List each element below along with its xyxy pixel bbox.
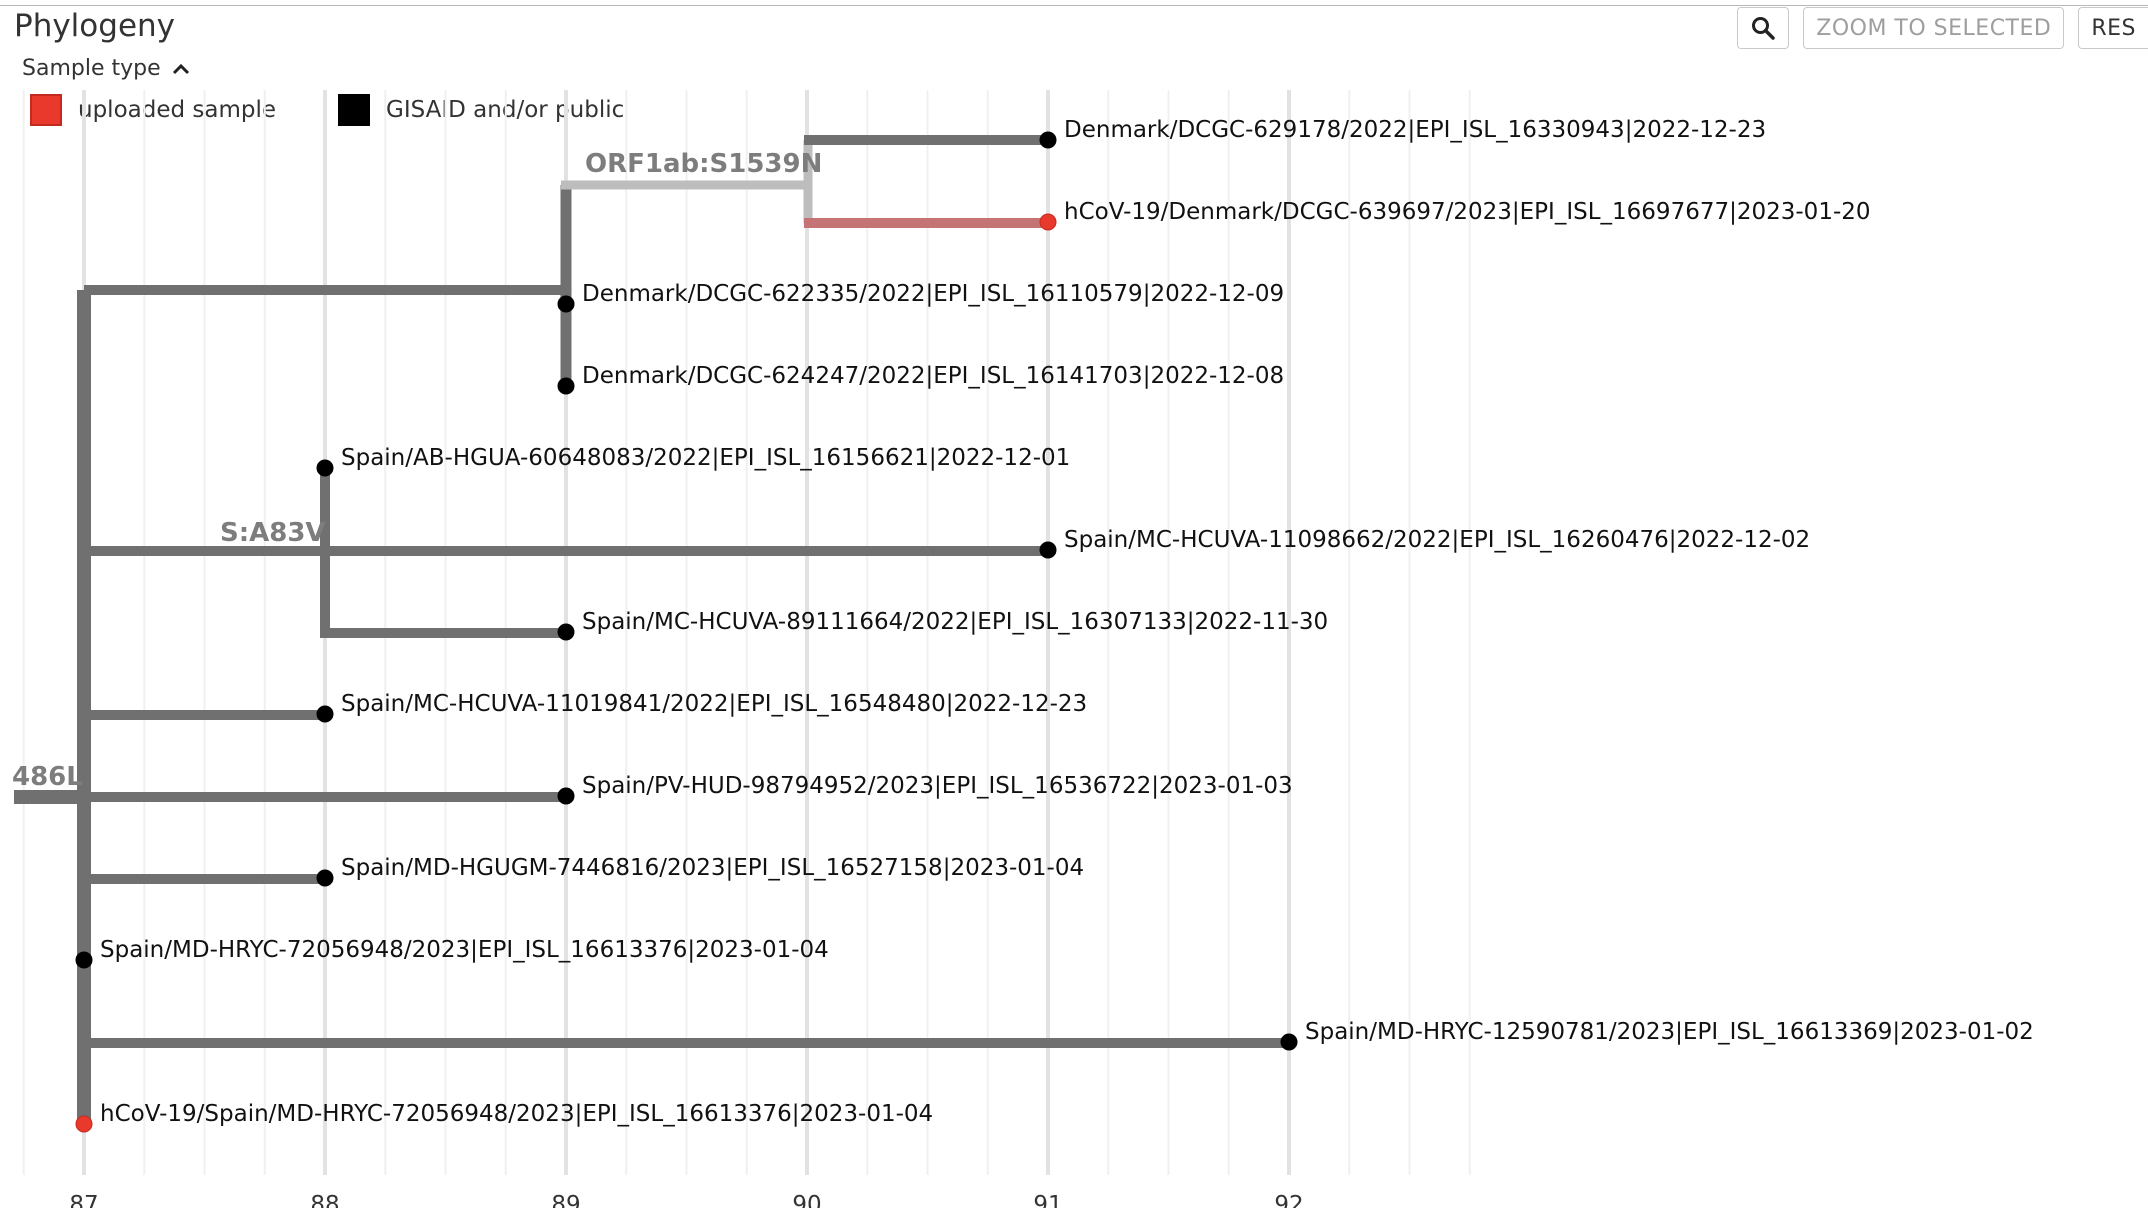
mutation-label: ORF1ab:S1539N [585,149,822,179]
axis-tick-label: 90 [792,1192,821,1208]
tip-label[interactable]: Denmark/DCGC-622335/2022|EPI_ISL_1611057… [582,281,1284,307]
zoom-button[interactable] [1737,7,1790,49]
chevron-up-icon [172,63,189,74]
legend: uploaded sample GISAID and/or public [30,94,686,126]
tree-branches [14,135,1289,1124]
zoom-to-selected-button[interactable]: ZOOM TO SELECTED [1803,7,2065,49]
tip-node[interactable] [316,459,334,477]
tip-label[interactable]: Denmark/DCGC-624247/2022|EPI_ISL_1614170… [582,363,1284,389]
axis-tick-label: 89 [551,1192,580,1208]
tip-label[interactable]: Spain/MD-HRYC-12590781/2023|EPI_ISL_1661… [1305,1019,2034,1045]
tip-node[interactable] [557,377,575,395]
tip-label[interactable]: Spain/MD-HRYC-72056948/2023|EPI_ISL_1661… [100,937,829,963]
tip-label[interactable]: hCoV-19/Denmark/DCGC-639697/2023|EPI_ISL… [1064,199,1871,225]
legend-item-uploaded: uploaded sample [30,94,276,126]
reset-button[interactable]: RES [2078,7,2148,49]
mutation-label: 486L [12,762,83,792]
legend-label-uploaded: uploaded sample [78,97,277,123]
legend-heading: Sample type [22,56,161,81]
tip-label[interactable]: hCoV-19/Spain/MD-HRYC-72056948/2023|EPI_… [100,1101,933,1127]
axis-tick-label: 91 [1033,1192,1062,1208]
panel-title: Phylogeny [14,8,176,44]
grid-lines [22,90,1471,1175]
tip-node[interactable] [1039,541,1057,559]
tip-label[interactable]: Spain/MC-HCUVA-11098662/2022|EPI_ISL_162… [1064,527,1810,553]
tip-node[interactable] [1280,1033,1298,1051]
sample-type-toggle[interactable]: Sample type [22,56,191,81]
mutation-label: S:A83V [220,518,326,548]
tip-node[interactable] [316,869,334,887]
uploaded-swatch [30,94,62,126]
tip-label[interactable]: Spain/AB-HGUA-60648083/2022|EPI_ISL_1615… [341,445,1070,471]
top-divider [0,5,2148,6]
tip-node[interactable] [1039,213,1057,231]
x-axis: 87 88 89 90 91 92 [69,1192,1303,1208]
tip-node[interactable] [1039,131,1057,149]
tip-label[interactable]: Spain/PV-HUD-98794952/2023|EPI_ISL_16536… [582,773,1293,799]
tip-label[interactable]: Denmark/DCGC-629178/2022|EPI_ISL_1633094… [1064,117,1766,143]
axis-tick-label: 87 [69,1192,98,1208]
axis-tick-label: 88 [310,1192,339,1208]
axis-tick-label: 92 [1274,1192,1303,1208]
tip-node[interactable] [557,787,575,805]
public-swatch [338,94,371,126]
tip-node[interactable] [557,295,575,313]
tip-node[interactable] [75,1115,93,1133]
toolbar: ZOOM TO SELECTED RES [1737,7,2148,49]
mutation-labels: ORF1ab:S1539N S:A83V 486L [12,149,822,792]
tip-label[interactable]: Spain/MC-HCUVA-89111664/2022|EPI_ISL_163… [582,609,1328,635]
tip-node[interactable] [557,623,575,641]
tip-node[interactable] [316,705,334,723]
tip-label[interactable]: Spain/MD-HGUGM-7446816/2023|EPI_ISL_1652… [341,855,1084,881]
tip-node[interactable] [75,951,93,969]
search-icon [1752,17,1775,40]
tip-label[interactable]: Spain/MC-HCUVA-11019841/2022|EPI_ISL_165… [341,691,1087,717]
tree-tips: Denmark/DCGC-629178/2022|EPI_ISL_1633094… [75,117,2034,1133]
